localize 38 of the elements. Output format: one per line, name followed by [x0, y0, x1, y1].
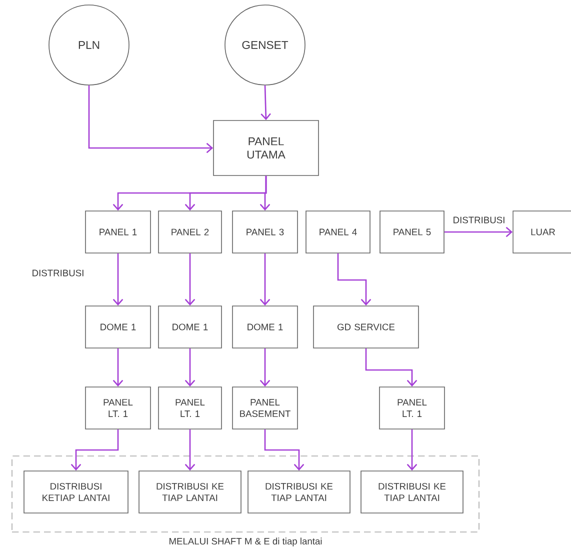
panel-box: GD SERVICE	[313, 306, 419, 348]
arrow	[184, 348, 196, 387]
panel-box: PANEL UTAMA	[213, 120, 319, 176]
arrow	[337, 253, 372, 306]
arrow	[184, 253, 196, 306]
panel-box: PANEL 5	[380, 210, 444, 254]
edge-label: DISTRIBUSI	[454, 216, 504, 224]
arrow	[260, 85, 271, 120]
edge-label: DISTRIBUSI	[32, 270, 84, 276]
arrow	[184, 429, 196, 471]
panel-box: PANEL 2	[158, 210, 222, 254]
panel-box: PANEL LT. 1	[158, 386, 222, 430]
panel-box: DISTRIBUSI KE TIAP LANTAI	[248, 470, 350, 514]
arrow	[70, 429, 119, 471]
arrow	[264, 429, 304, 471]
panel-box: DISTRIBUSI KE TIAP LANTAI	[360, 470, 464, 514]
arrow	[260, 348, 270, 387]
panel-box: DISTRIBUSI KE TIAP LANTAI	[138, 470, 242, 514]
arrow	[365, 348, 418, 387]
arrow	[88, 85, 214, 154]
panel-box: PANEL 4	[306, 210, 370, 254]
panel-box: PANEL 1	[85, 210, 151, 254]
panel-box: PANEL BASEMENT	[232, 386, 298, 430]
arrow	[112, 348, 124, 387]
panel-box: DOME 1	[158, 306, 222, 348]
panel-box: PANEL LT. 1	[85, 386, 151, 430]
panel-box: LUAR	[512, 210, 571, 254]
arrow	[260, 176, 270, 211]
arrow	[112, 253, 124, 306]
panel-box: PANEL LT. 1	[379, 386, 445, 430]
panel-box: DOME 1	[85, 306, 151, 348]
group-caption: MELALUI SHAFT M & E di tiap lantai	[170, 538, 322, 546]
panel-box: PANEL 3	[232, 210, 298, 254]
panel-box: DOME 1	[232, 306, 298, 348]
arrow	[260, 253, 270, 306]
panel-box: DISTRIBUSI KETIAP LANTAI	[24, 470, 128, 514]
arrow	[444, 226, 513, 238]
arrow	[406, 429, 418, 471]
